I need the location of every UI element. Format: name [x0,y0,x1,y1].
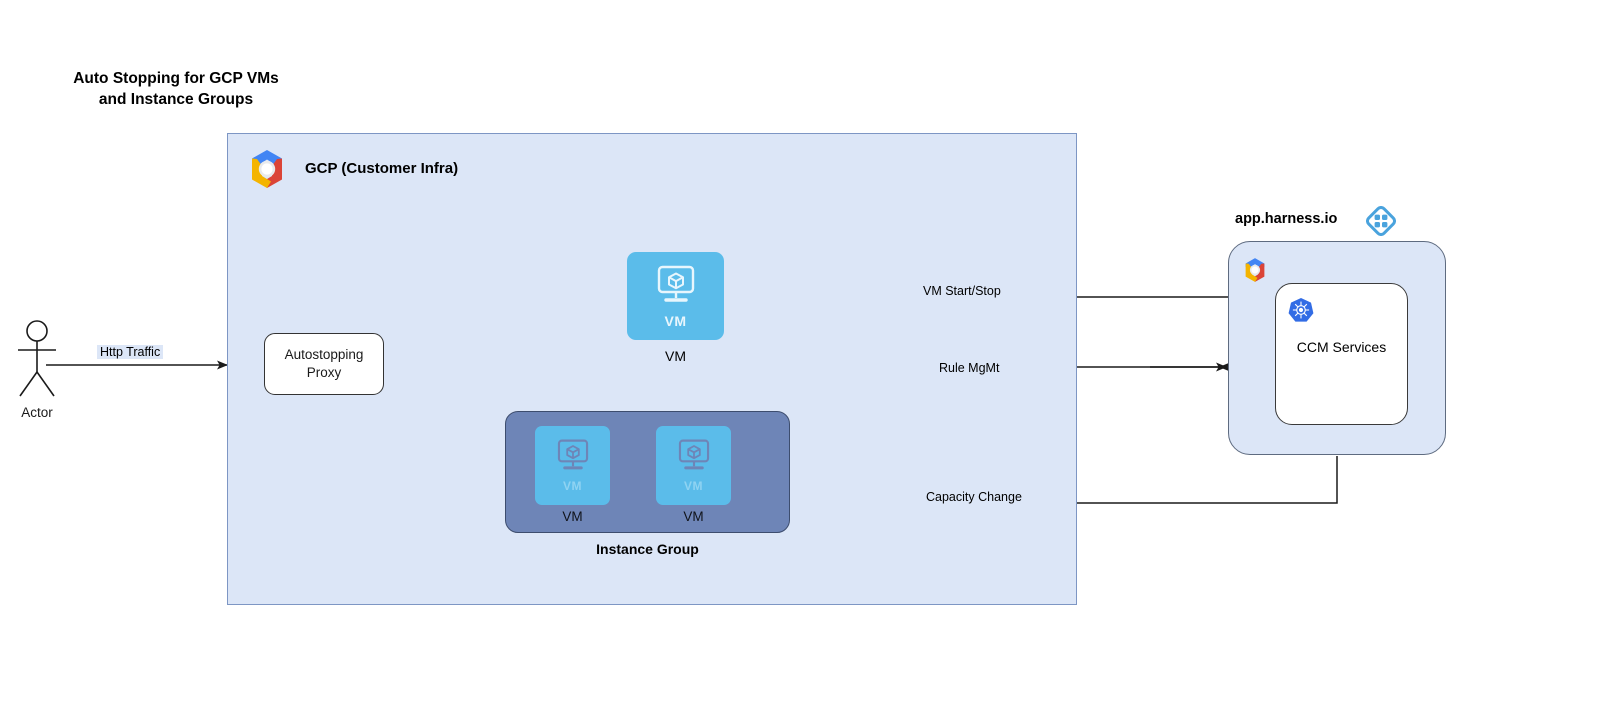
ccm-services-label: CCM Services [1296,339,1387,355]
vm-monitor-cube-icon [675,438,713,478]
autostopping-proxy-node[interactable]: Autostopping Proxy [264,333,384,395]
actor-label: Actor [21,405,53,420]
vm-inner-label: VM [563,479,582,493]
instance-group-node[interactable]: VM VM VM VM [505,411,790,533]
kubernetes-logo-icon [1288,297,1314,323]
gcp-panel-title: GCP (Customer Infra) [305,160,459,177]
vm-monitor-cube-icon [554,438,592,478]
harness-diamond-logo-icon [1365,205,1397,237]
vm-monitor-cube-icon [653,264,699,311]
vm-node[interactable]: VM [627,252,724,340]
edge-label-rule-mgmt: Rule MgMt [936,361,1003,375]
instance-group-vm[interactable]: VM [535,426,610,505]
vm-inner-label: VM [684,479,703,493]
edge-label-capacity-change: Capacity Change [923,490,1025,504]
harness-title: app.harness.io [1235,211,1338,227]
gcp-logo-icon [243,147,291,191]
vm-caption: VM [665,348,686,364]
instance-group-vm[interactable]: VM [656,426,731,505]
instance-group-caption: Instance Group [596,541,699,557]
gcp-logo-icon [1240,256,1270,284]
vm-inner-label: VM [664,312,687,329]
actor-stick-figure-icon [8,320,66,398]
edge-label-http-traffic: Http Traffic [97,345,164,359]
instance-group-vm-caption: VM [683,509,704,524]
instance-group-vm-caption: VM [562,509,583,524]
edge-label-vm-start-stop: VM Start/Stop [920,284,1004,298]
page-title: Auto Stopping for GCP VMs and Instance G… [73,70,279,108]
